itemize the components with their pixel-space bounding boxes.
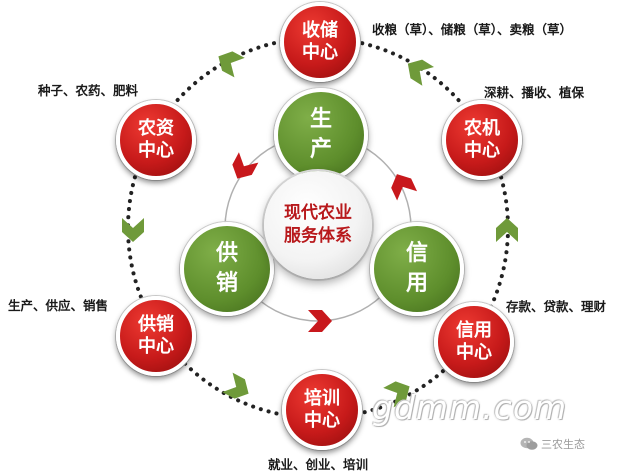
green-arrow-icon bbox=[218, 51, 245, 78]
node-supply-center: 供销中心 bbox=[116, 296, 196, 376]
node-label: 农机中心 bbox=[464, 118, 500, 161]
center-hub: 现代农业服务体系 bbox=[264, 171, 372, 279]
green-arrow-icon bbox=[407, 59, 435, 86]
node-storage-center: 收储中心 bbox=[280, 2, 360, 82]
annotation-inputs: 种子、农药、肥料 bbox=[38, 83, 139, 98]
green-arrow-icon bbox=[496, 218, 518, 242]
source-badge: 三农生态 bbox=[520, 436, 585, 452]
annotation-storage: 收粮（草）、储粮（草）、卖粮（草） bbox=[372, 22, 573, 37]
watermark-text: gdmm.com bbox=[372, 388, 568, 427]
annotation-training: 就业、创业、培训 bbox=[268, 457, 369, 472]
annotation-supply: 生产、供应、销售 bbox=[8, 298, 109, 313]
node-label: 生产 bbox=[309, 107, 332, 162]
annotation-credit: 存款、贷款、理财 bbox=[506, 299, 607, 314]
node-label: 信用 bbox=[405, 241, 428, 296]
source-badge-text: 三农生态 bbox=[541, 438, 585, 451]
red-arrow-icon bbox=[308, 310, 332, 332]
node-inputs-center: 农资中心 bbox=[116, 100, 196, 180]
red-arrow-icon bbox=[232, 152, 259, 179]
red-arrow-icon bbox=[391, 174, 418, 201]
node-credit: 信用 bbox=[370, 222, 464, 316]
node-label: 供销 bbox=[215, 241, 238, 296]
green-arrow-icon bbox=[222, 372, 249, 399]
center-label: 现代农业服务体系 bbox=[284, 203, 352, 246]
node-training-center: 培训中心 bbox=[282, 370, 362, 450]
outer-arrows bbox=[122, 51, 518, 408]
node-supply-sales: 供销 bbox=[180, 222, 274, 316]
node-credit-center: 信用中心 bbox=[434, 302, 514, 382]
node-production: 生产 bbox=[274, 88, 368, 182]
wechat-icon bbox=[520, 437, 538, 450]
green-arrow-icon bbox=[122, 218, 144, 242]
node-label: 收储中心 bbox=[302, 20, 338, 63]
annotation-machinery: 深耕、播收、植保 bbox=[484, 85, 585, 100]
green-arrow-icon bbox=[383, 381, 410, 408]
node-machinery-center: 农机中心 bbox=[442, 100, 522, 180]
node-label: 培训中心 bbox=[304, 388, 340, 431]
inner-arrows bbox=[232, 152, 418, 332]
node-label: 农资中心 bbox=[138, 118, 174, 161]
node-label: 信用中心 bbox=[456, 320, 492, 363]
node-label: 供销中心 bbox=[138, 314, 174, 357]
